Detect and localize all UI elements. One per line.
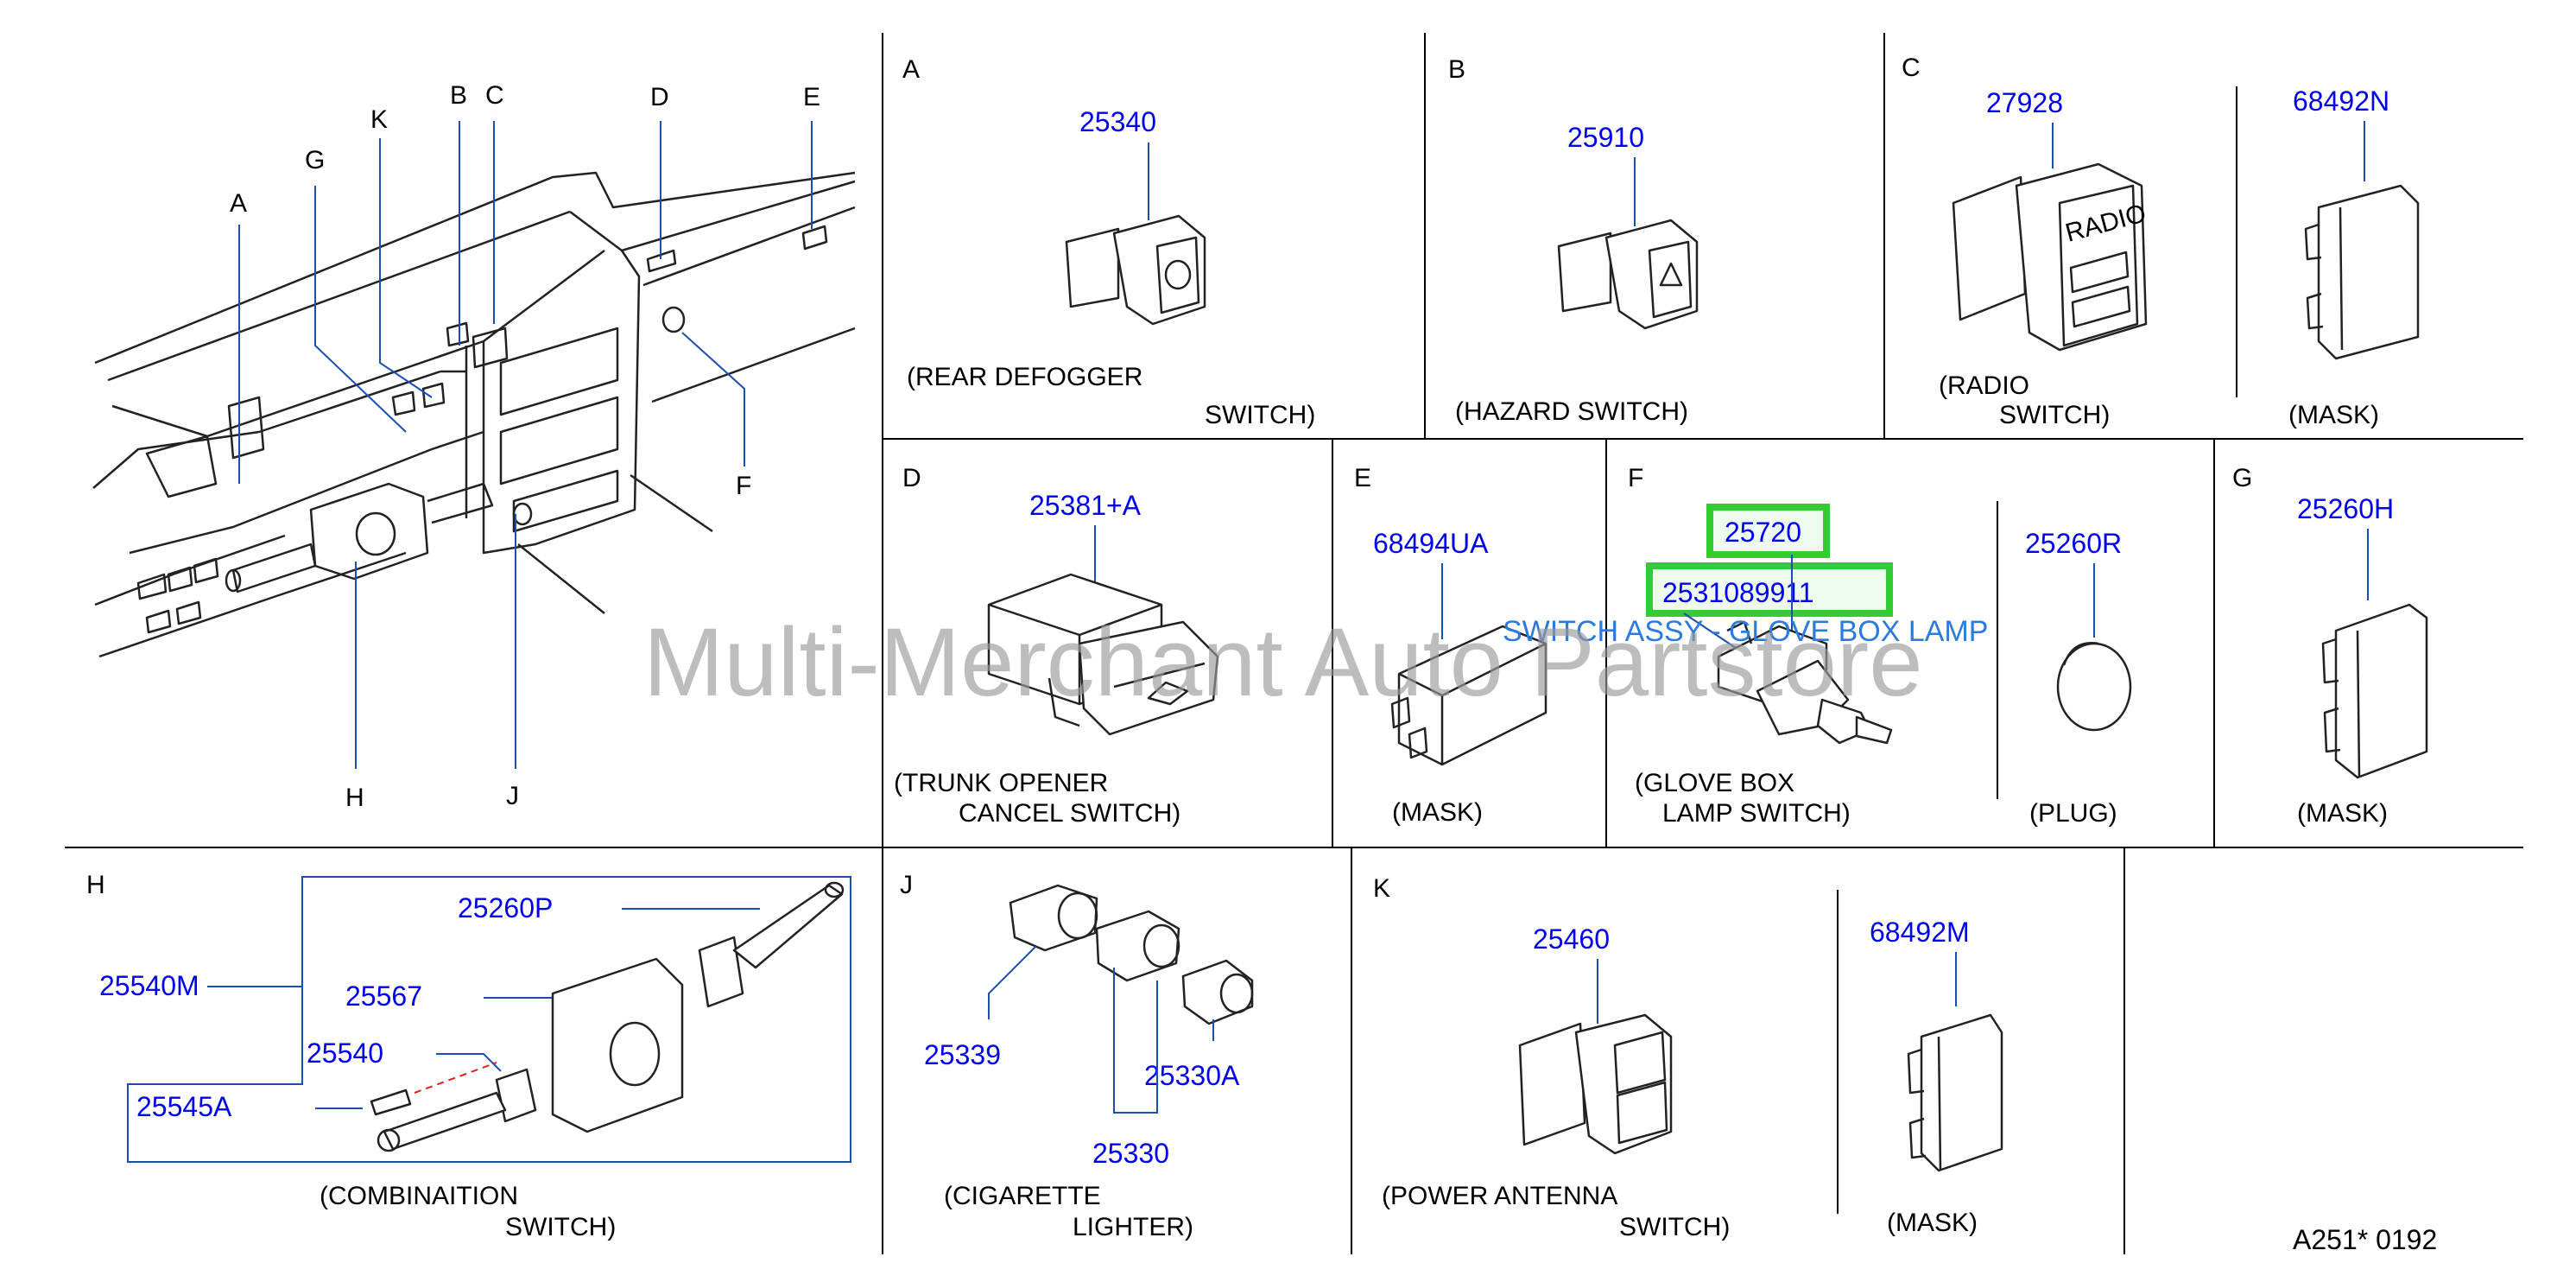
caption-lamp-switch: LAMP SWITCH) — [1662, 799, 1851, 828]
caption-radio-switch: SWITCH) — [1999, 401, 2110, 429]
panel-H: H 25260P 25540M 25567 25540 25545A (COMB… — [86, 871, 851, 1241]
panel-letter-J: J — [900, 871, 913, 899]
rear-defogger-switch-drawing — [1065, 214, 1206, 326]
panel-letter-K: K — [1373, 874, 1390, 903]
caption-mask-C: (MASK) — [2288, 401, 2379, 429]
panel-letter-A: A — [902, 55, 920, 84]
panel-J: J 25339 25330A 25330 (CIGARETTE LIGHTER) — [900, 871, 1254, 1241]
overview-leader-lines — [238, 121, 813, 769]
diagram-code: A251* 0192 — [2293, 1224, 2437, 1255]
panel-K: K 25460 (POWER ANTENNA SWITCH) 68492M (M… — [1373, 874, 2003, 1241]
part-number-25540[interactable]: 25540 — [307, 1038, 383, 1069]
callout-E: E — [803, 83, 820, 111]
cigarette-lighter-drawing — [1009, 884, 1254, 1025]
callout-K: K — [370, 105, 388, 134]
mask-68492N-drawing — [2304, 184, 2420, 360]
callout-G: G — [305, 146, 325, 175]
part-number-25260P[interactable]: 25260P — [458, 892, 553, 923]
caption-power-antenna: (POWER ANTENNA — [1382, 1182, 1617, 1210]
part-number-25545A[interactable]: 25545A — [136, 1091, 232, 1122]
power-antenna-switch-drawing — [1518, 1013, 1673, 1155]
highlight-2531089911 — [1646, 562, 1893, 617]
combination-switch-drawing — [370, 881, 845, 1152]
part-number-25339[interactable]: 25339 — [924, 1039, 1001, 1070]
part-number-2531089911[interactable]: 2531089911 — [1662, 577, 1814, 608]
panel-A: A 25340 (REAR DEFOGGER SWITCH) — [902, 55, 1315, 429]
panel-letter-F: F — [1628, 464, 1643, 492]
overview-callout-letters: A G K B C D E F H J — [230, 81, 820, 812]
tooltip-switch-assy-glove-box-lamp: SWITCH ASSY - GLOVE BOX LAMP — [1503, 615, 1988, 648]
caption-mask-K: (MASK) — [1887, 1209, 1978, 1237]
panel-G: G 25260H (MASK) — [2232, 464, 2428, 828]
panel-letter-E: E — [1354, 464, 1371, 492]
caption-combination-switch: SWITCH) — [505, 1213, 616, 1241]
panel-B: B 25910 (HAZARD SWITCH) — [1448, 55, 1699, 426]
part-number-25540M[interactable]: 25540M — [99, 970, 199, 1001]
panel-letter-G: G — [2232, 464, 2252, 492]
part-number-27928[interactable]: 27928 — [1986, 87, 2063, 118]
caption-cancel-switch: CANCEL SWITCH) — [959, 799, 1180, 828]
callout-A: A — [230, 189, 247, 218]
caption-plug: (PLUG) — [2029, 799, 2117, 828]
callout-B: B — [450, 81, 467, 110]
panel-D: D 25381+A (TRUNK OPENER CANCEL SWITCH) — [894, 464, 1219, 828]
glove-box-lamp-switch-drawing — [1717, 620, 1893, 745]
callout-H: H — [345, 784, 364, 812]
callout-C: C — [485, 81, 504, 110]
part-number-25340[interactable]: 25340 — [1079, 106, 1156, 137]
caption-hazard-switch: (HAZARD SWITCH) — [1455, 397, 1688, 426]
highlight-25720 — [1706, 504, 1830, 558]
caption-glove-box: (GLOVE BOX — [1635, 769, 1794, 797]
mask-68492M-drawing — [1907, 1013, 2003, 1172]
part-number-25720[interactable]: 25720 — [1725, 517, 1801, 548]
panel-letter-C: C — [1902, 54, 1921, 82]
caption-power-antenna-switch: SWITCH) — [1619, 1213, 1730, 1241]
panel-C: C 27928 RADIO (RADIO SWITCH) 68492N (MAS… — [1902, 54, 2420, 429]
panel-letter-D: D — [902, 464, 921, 492]
watermark-text: Multi-Merchant Auto Partstore — [643, 608, 1922, 716]
caption-rear-defogger: (REAR DEFOGGER — [907, 363, 1142, 391]
radio-switch-drawing: RADIO — [1952, 162, 2149, 352]
panel-E: E 68494UA (MASK) — [1354, 464, 1547, 827]
callout-J: J — [506, 782, 519, 810]
part-number-25381A[interactable]: 25381+A — [1029, 490, 1142, 521]
callout-D: D — [650, 83, 669, 111]
part-number-25460[interactable]: 25460 — [1533, 923, 1610, 955]
dashboard-overview-drawing — [92, 171, 856, 658]
panel-grid — [65, 33, 2523, 1254]
part-number-25330[interactable]: 25330 — [1092, 1138, 1169, 1169]
caption-combination: (COMBINAITION — [320, 1182, 518, 1210]
mask-68494UA-drawing — [1390, 625, 1547, 766]
trunk-opener-cancel-switch-drawing — [987, 573, 1219, 736]
part-number-25260H[interactable]: 25260H — [2297, 493, 2394, 524]
part-number-25910[interactable]: 25910 — [1567, 122, 1644, 153]
caption-rear-defogger-switch: SWITCH) — [1205, 401, 1315, 429]
panel-F: F 25720 2531089911 SWITCH ASSY - GLOVE B… — [1503, 464, 2132, 828]
part-number-68492M[interactable]: 68492M — [1870, 917, 1970, 948]
panel-letter-H: H — [86, 871, 105, 899]
plug-25260R-drawing — [2056, 642, 2132, 732]
caption-radio: (RADIO — [1939, 371, 2029, 400]
part-number-25260R[interactable]: 25260R — [2025, 528, 2122, 559]
caption-mask-G: (MASK) — [2297, 799, 2388, 828]
part-number-68492N[interactable]: 68492N — [2293, 86, 2389, 117]
caption-trunk-opener: (TRUNK OPENER — [894, 769, 1108, 797]
part-number-25330A[interactable]: 25330A — [1144, 1060, 1240, 1091]
callout-F: F — [736, 472, 751, 500]
part-number-25567[interactable]: 25567 — [345, 981, 422, 1012]
hazard-switch-drawing — [1557, 219, 1699, 330]
caption-cigarette: (CIGARETTE — [944, 1182, 1101, 1210]
caption-mask-E: (MASK) — [1392, 798, 1483, 827]
panel-letter-B: B — [1448, 55, 1465, 84]
caption-lighter: LIGHTER) — [1073, 1213, 1193, 1241]
part-number-68494UA[interactable]: 68494UA — [1373, 528, 1489, 559]
mask-25260H-drawing — [2321, 603, 2428, 779]
